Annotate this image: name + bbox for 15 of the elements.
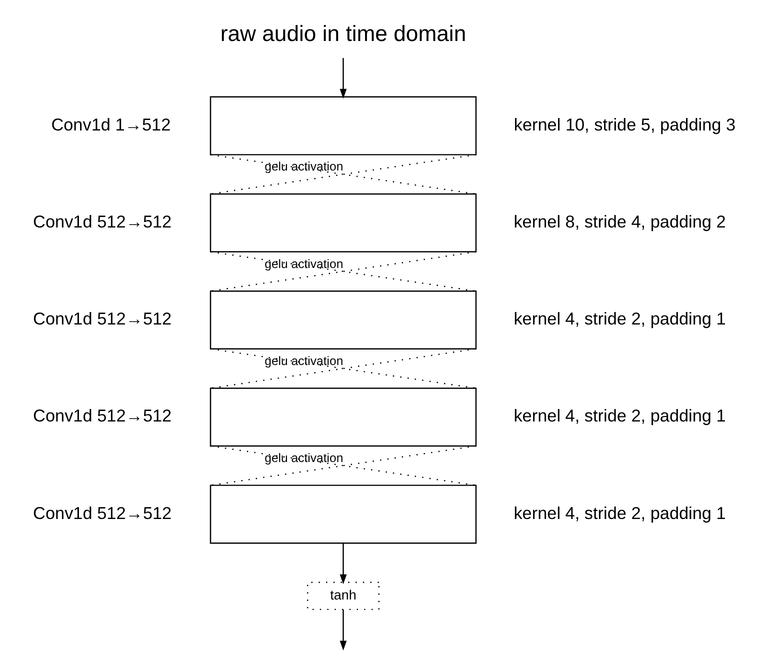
node-label: kernel 4, stride 2, padding 1: [513, 308, 726, 329]
edge-label: gelu activation: [264, 450, 343, 465]
edge-label: gelu activation: [264, 256, 343, 271]
node-label: Conv1d 512→512: [32, 406, 172, 426]
node-label: kernel 8, stride 4, padding 2: [513, 211, 726, 232]
node-label: Conv1d 512→512: [32, 502, 172, 523]
edge-label: gelu activation: [264, 354, 343, 368]
node-label: kernel 4, stride 2, padding 1: [513, 406, 726, 426]
node-label: Conv1d 512→512: [32, 308, 172, 329]
node-label: kernel 10, stride 5, padding 3: [513, 114, 736, 134]
node-label: Conv1d 1→512: [50, 114, 170, 134]
node-label: Conv1d 512→512: [32, 211, 172, 232]
node-label: kernel 4, stride 2, padding 1: [513, 502, 726, 523]
edge-label: gelu activation: [264, 160, 343, 174]
node-text: raw audio in time domain: [220, 20, 466, 46]
